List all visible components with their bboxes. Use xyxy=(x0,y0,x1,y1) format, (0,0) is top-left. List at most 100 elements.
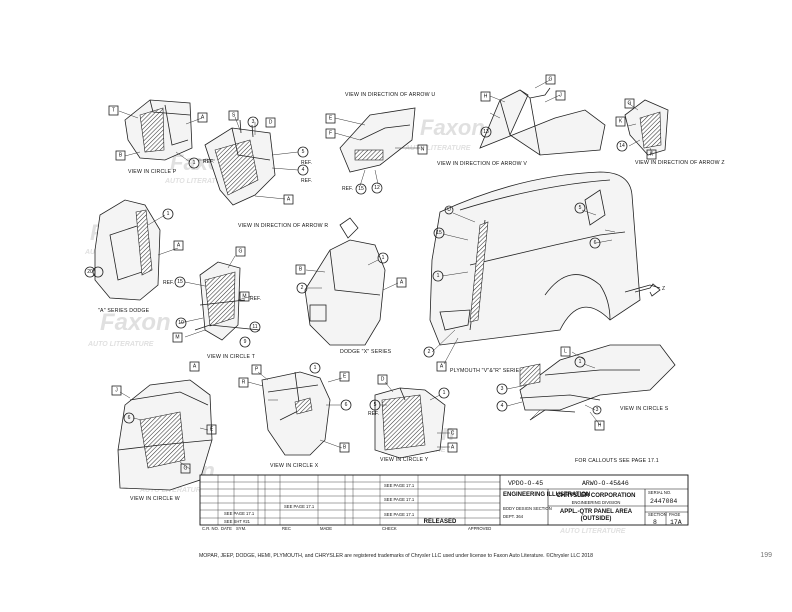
callout-5: 5 xyxy=(302,149,305,155)
callout-g: G xyxy=(549,77,553,83)
revision-entry: SEE PAGE 17.1 xyxy=(384,512,415,517)
callout-3: 3 xyxy=(596,407,599,413)
a-series-dodge-group: "A" SERIES DODGE xyxy=(92,199,179,314)
callout-12: 12 xyxy=(374,185,380,191)
callout-r: R xyxy=(242,380,246,386)
view-circle-s-group: VIEW IN CIRCLE S xyxy=(506,344,676,426)
callout-k: K xyxy=(619,119,623,125)
watermark-tagline: AUTO LITERATURE xyxy=(404,145,471,152)
body-design-section: BODY DESIGN SECTION xyxy=(503,506,552,511)
callout-1: 1 xyxy=(382,255,385,261)
callout-5: 5 xyxy=(374,402,377,408)
callout-a: A xyxy=(201,115,205,121)
callout-m: M xyxy=(175,335,179,341)
footer-trademark: MOPAR, JEEP, DODGE, HEMI, PLYMOUTH, and … xyxy=(198,553,594,559)
callout-u: U xyxy=(447,207,451,213)
ref-label: REF. xyxy=(203,159,214,165)
revision-entry: SEE PAGE 17.1 xyxy=(384,497,415,502)
view-arrow-z-group: VIEW IN DIRECTION OF ARROW Z xyxy=(624,99,725,166)
callout-a: A xyxy=(287,197,291,203)
watermark-tagline: AUTO LITERATURE xyxy=(139,487,206,494)
caption-view-arrow-u: VIEW IN DIRECTION OF ARROW U xyxy=(345,92,435,98)
ref-label: REF. xyxy=(368,411,379,417)
callout-a: A xyxy=(451,445,455,451)
caption-view-circle-p: VIEW IN CIRCLE P xyxy=(128,169,177,175)
main-quarter-panel-group: PLYMOUTH "V"&"R" SERIES xyxy=(429,171,661,374)
callout-10: 10 xyxy=(178,320,184,326)
watermark-brand: Faxon xyxy=(100,309,171,336)
dept-engineering-illustration: ENGINEERING ILLUSTRATION xyxy=(503,492,590,498)
col-check: CHECK xyxy=(382,526,397,531)
view-circle-x-group: VIEW IN CIRCLE X xyxy=(247,371,343,469)
callout-1: 1 xyxy=(443,390,446,396)
callout-h: H xyxy=(484,94,488,100)
org-chrysler: CHRYSLER CORPORATION xyxy=(556,493,635,499)
callout-k: K xyxy=(650,152,654,158)
page-number-block: 17A xyxy=(670,519,682,526)
callout-15: 15 xyxy=(436,230,442,236)
caption-view-circle-w: VIEW IN CIRCLE W xyxy=(130,496,180,502)
section-label: SECTION xyxy=(648,512,667,517)
engineering-division: ENGINEERING DIVISION xyxy=(572,500,621,505)
ref-label: REF. xyxy=(250,296,261,302)
caption-view-arrow-v: VIEW IN DIRECTION OF ARROW V xyxy=(437,161,527,167)
callout-n: N xyxy=(421,147,425,153)
callout-f: F xyxy=(329,131,332,137)
ref-label: REF. xyxy=(301,160,312,166)
callout-1: 1 xyxy=(579,359,582,365)
view-arrow-r-group: VIEW IN DIRECTION OF ARROW R REF. REF. R… xyxy=(198,116,328,229)
caption-view-circle-s: VIEW IN CIRCLE S xyxy=(620,406,669,412)
callout-6: 6 xyxy=(128,415,131,421)
callout-bubbles: T A B 1 S D 3 5 4 A E F N 15 12 G H J 13… xyxy=(84,74,665,474)
drawing-title-1: APPL.-QTR PANEL AREA xyxy=(560,509,633,515)
callout-g: G xyxy=(184,466,188,472)
serial-label: SERIAL NO. xyxy=(648,490,671,495)
callout-6: 6 xyxy=(345,402,348,408)
revision-entry: SEE SHT #21 xyxy=(224,519,251,524)
callout-d: D xyxy=(381,377,385,383)
view-arrow-u-group: VIEW IN DIRECTION OF ARROW U REF. xyxy=(334,92,435,192)
view-circle-w-group: VIEW IN CIRCLE W xyxy=(117,379,213,502)
callouts-note: FOR CALLOUTS SEE PAGE 17.1 xyxy=(575,458,659,464)
callout-3: 3 xyxy=(252,119,255,125)
callout-p: P xyxy=(255,367,259,373)
watermark-tagline: AUTO LITERATURE xyxy=(559,528,626,535)
callout-d: D xyxy=(269,120,273,126)
callout-e: E xyxy=(210,427,214,433)
callout-13: 13 xyxy=(483,129,489,135)
callout-1: 1 xyxy=(314,365,317,371)
callout-4: 4 xyxy=(302,167,305,173)
callout-1: 1 xyxy=(193,160,196,166)
status-released: RELEASED xyxy=(424,519,457,525)
callout-b: B xyxy=(343,445,347,451)
callout-3: 3 xyxy=(501,386,504,392)
col-made: MADE xyxy=(320,526,332,531)
dept-no: DEPT. 364 xyxy=(503,514,524,519)
callout-b: B xyxy=(119,153,123,159)
col-rec: REC xyxy=(282,526,291,531)
callout-g: G xyxy=(628,101,632,107)
caption-plymouth-series: PLYMOUTH "V"&"R" SERIES xyxy=(450,368,523,374)
callout-20: 20 xyxy=(87,269,93,275)
caption-view-circle-x: VIEW IN CIRCLE X xyxy=(270,463,319,469)
callout-a: A xyxy=(177,243,181,249)
col-sym: SYM. xyxy=(236,526,246,531)
callout-11: 11 xyxy=(252,324,257,330)
caption-a-series-dodge: "A" SERIES DODGE xyxy=(98,308,150,314)
callout-4: 4 xyxy=(501,403,504,409)
col-date: DATE xyxy=(221,526,232,531)
page-label: PAGE xyxy=(669,512,681,517)
callout-h: H xyxy=(598,423,602,429)
doc-code: VPDO-O-45 xyxy=(508,480,543,487)
callout-1: 1 xyxy=(437,273,440,279)
callout-l: L xyxy=(564,349,567,355)
callout-s: S xyxy=(232,113,236,119)
ref-label: REF. xyxy=(163,280,174,286)
caption-view-circle-y: VIEW IN CIRCLE Y xyxy=(380,457,429,463)
callout-g: G xyxy=(239,249,243,255)
callout-9: 9 xyxy=(244,339,247,345)
callout-6: 6 xyxy=(594,240,597,246)
revision-entry: SEE PAGE 17.1 xyxy=(284,504,315,509)
revision-entry: SEE PAGE 17.1 xyxy=(384,483,415,488)
